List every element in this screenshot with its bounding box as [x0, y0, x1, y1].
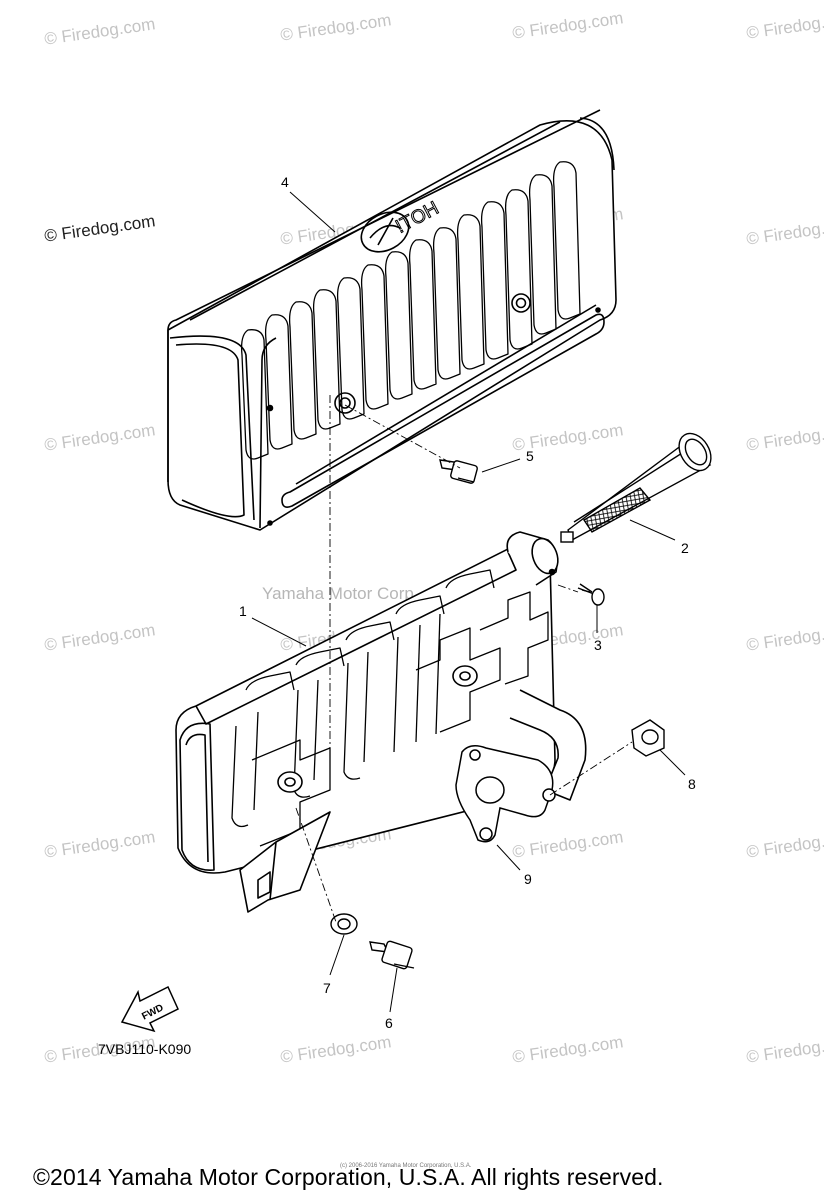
nut-8: [631, 719, 665, 757]
callout-numbers: 1 2 3 4 5 6 7 8 9: [239, 174, 696, 1031]
diagram-code: 7VBJ110-K090: [98, 1041, 192, 1057]
callout-9: 9: [524, 871, 532, 887]
alignment-lines: [295, 395, 633, 923]
callout-3: 3: [594, 637, 602, 653]
callout-6: 6: [385, 1015, 393, 1031]
tiny-notice: (c) 2006-2016 Yamaha Motor Corporation, …: [340, 1163, 472, 1169]
fwd-arrow: FWD: [120, 985, 179, 1033]
callout-4: 4: [281, 174, 289, 190]
leader-lines: [251, 191, 686, 1013]
muffler: [175, 531, 587, 913]
callout-2: 2: [681, 540, 689, 556]
callout-1: 1: [239, 603, 247, 619]
callout-7: 7: [323, 980, 331, 996]
spark-arrestor: [560, 432, 712, 543]
bolt-5: [439, 459, 478, 484]
callout-8: 8: [688, 776, 696, 792]
gasket-9: [455, 745, 556, 843]
heat-shield: [167, 109, 617, 531]
screw-3: [577, 583, 605, 606]
washer-7: [330, 913, 358, 935]
callout-5: 5: [526, 448, 534, 464]
copyright-text: ©2014 Yamaha Motor Corporation, U.S.A. A…: [33, 1164, 664, 1190]
bolt-6: [369, 940, 415, 970]
